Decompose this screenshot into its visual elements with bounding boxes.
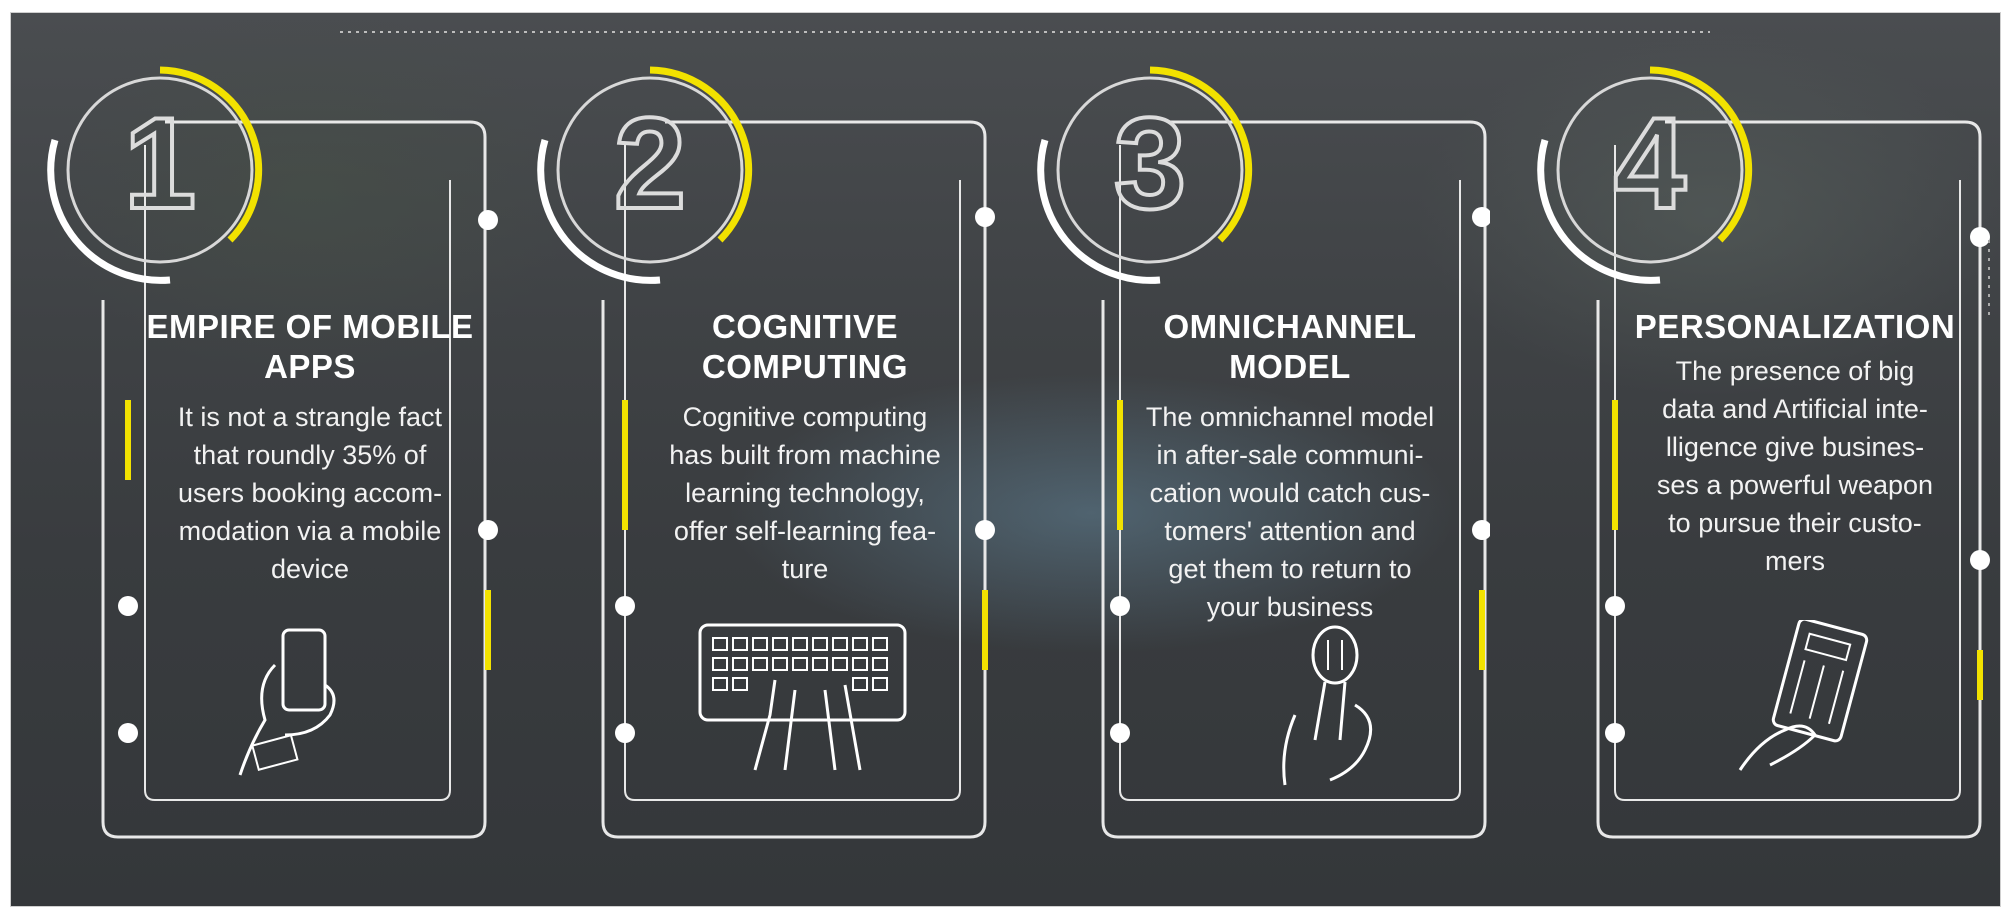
card-4-title: PERSONALIZATION: [1634, 308, 1956, 345]
card-3-number: 3: [1114, 90, 1186, 236]
card-2-number: 2: [614, 90, 686, 236]
card-4-number: 4: [1614, 90, 1686, 236]
card-1-frame: [101, 120, 498, 839]
phone-in-hand-icon: [238, 628, 336, 776]
card-1-number: 1: [124, 90, 196, 236]
card-4-frame: [1596, 120, 1990, 839]
card-1-number-badge: 1: [47, 66, 263, 284]
team-photo-background: [10, 12, 2001, 907]
card-2-number-badge: 2: [537, 66, 753, 284]
keyboard-typing-icon: [698, 623, 907, 771]
card-4-number-badge: 4: [1537, 66, 1753, 284]
card-3-number-badge: 3: [1037, 66, 1253, 284]
microphone-in-hand-icon: [1282, 625, 1373, 786]
card-3-frame: [1101, 120, 1490, 839]
calculator-in-hand-icon: [1738, 620, 1869, 771]
card-2-frame: [601, 120, 995, 839]
